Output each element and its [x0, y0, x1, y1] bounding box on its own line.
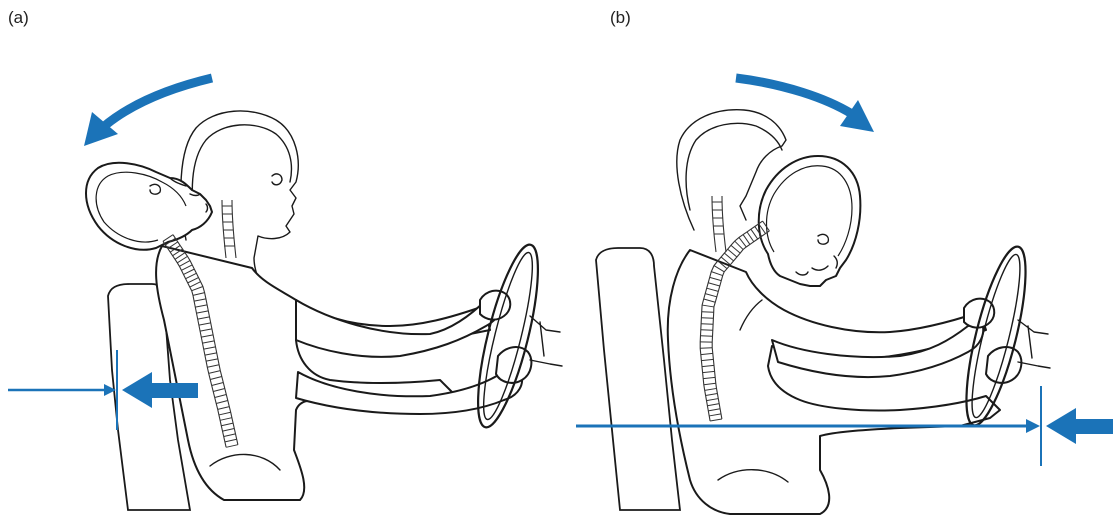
head-b — [759, 156, 861, 286]
vertebra — [701, 330, 713, 331]
vertebra — [701, 324, 713, 325]
vertebra — [700, 348, 712, 349]
torso-b — [668, 250, 1000, 514]
vertebra — [735, 241, 743, 249]
panel-a — [8, 78, 562, 510]
ghost-spine-a — [222, 200, 236, 258]
vertebra — [702, 312, 714, 313]
vertebra — [731, 245, 740, 253]
long-arrowhead-b — [1026, 419, 1040, 433]
ghost-spine-b — [712, 196, 726, 252]
vertebra — [747, 232, 754, 242]
ghost-ear-a — [272, 174, 282, 185]
vertebra — [724, 253, 733, 261]
panel-b — [576, 78, 1113, 514]
steering-wheel-a — [466, 240, 550, 432]
torso-a — [156, 246, 490, 500]
rotation-arrowhead-b — [840, 100, 874, 132]
thick-arrow-body-a — [150, 383, 198, 398]
thick-arrow-body-b — [1074, 419, 1113, 434]
thick-arrowhead-b — [1046, 408, 1076, 444]
rotation-arrow-b — [736, 78, 852, 114]
steering-column-a — [530, 316, 562, 366]
rotation-arrow-a — [102, 78, 212, 128]
vertebra — [701, 336, 713, 337]
vertebra — [701, 318, 713, 319]
steering-column-b — [1018, 320, 1050, 368]
vertebra — [743, 235, 750, 245]
vertebra — [728, 249, 737, 257]
seat-back-b — [596, 248, 680, 510]
vertebra — [751, 229, 758, 239]
vertebra — [739, 237, 746, 247]
